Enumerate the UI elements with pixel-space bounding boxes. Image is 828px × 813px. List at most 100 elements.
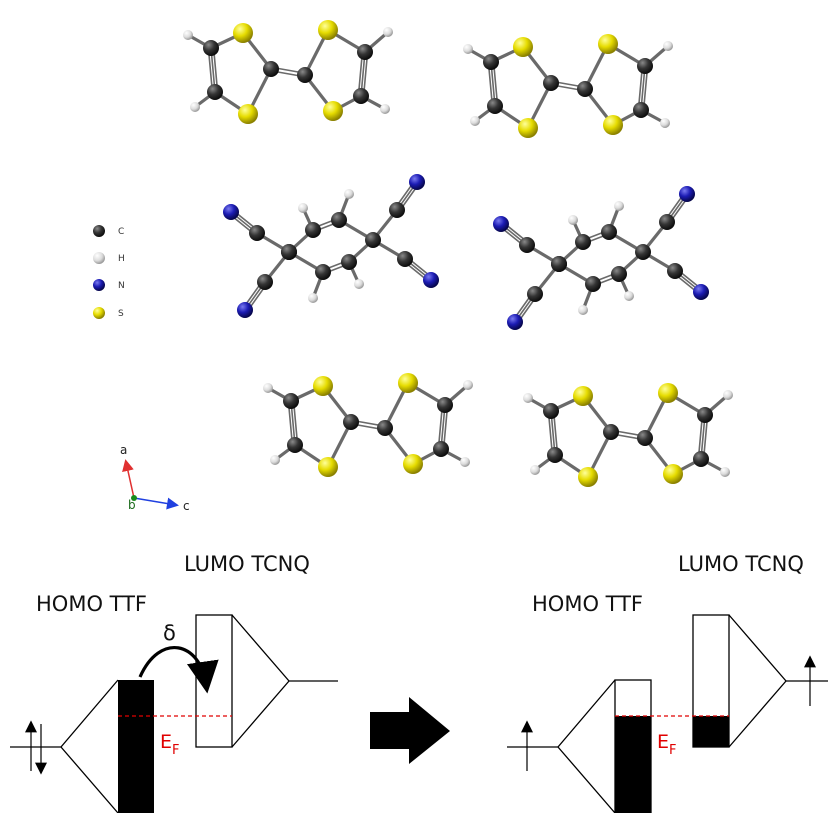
legend-item-sulfur: S bbox=[93, 307, 124, 319]
sulfur-atom bbox=[318, 20, 338, 40]
carbon-atom bbox=[601, 224, 617, 240]
fermi-level-label-left: EF bbox=[160, 731, 180, 758]
carbon-atom bbox=[389, 202, 405, 218]
hydrogen-atom bbox=[568, 215, 578, 225]
axis-c-label: c bbox=[183, 499, 190, 513]
carbon-atom bbox=[203, 40, 219, 56]
crystal-structure bbox=[183, 20, 733, 487]
homo-ttf-label-right: HOMO TTF bbox=[532, 592, 643, 616]
nitrogen-atom bbox=[493, 216, 509, 232]
legend-label-nitrogen: N bbox=[118, 281, 125, 291]
axis-b-label: b bbox=[128, 498, 136, 512]
hydrogen-atom bbox=[663, 41, 673, 51]
carbon-atom bbox=[577, 81, 593, 97]
sulfur-atom bbox=[403, 454, 423, 474]
homo-filled-portion-right bbox=[615, 716, 651, 813]
atom-layer bbox=[183, 20, 733, 487]
hydrogen-atom-swatch bbox=[93, 252, 105, 264]
carbon-atom bbox=[543, 75, 559, 91]
carbon-atom bbox=[483, 54, 499, 70]
legend-label-sulfur: S bbox=[118, 309, 124, 319]
hydrogen-atom bbox=[298, 203, 308, 213]
hydrogen-atom bbox=[470, 116, 480, 126]
carbon-atom bbox=[547, 447, 563, 463]
carbon-atom bbox=[551, 256, 567, 272]
carbon-atom bbox=[667, 263, 683, 279]
carbon-atom bbox=[365, 232, 381, 248]
hydrogen-atom bbox=[720, 467, 730, 477]
carbon-atom bbox=[305, 222, 321, 238]
axis-a-label: a bbox=[120, 443, 127, 457]
carbon-atom bbox=[315, 264, 331, 280]
hydrogen-atom bbox=[624, 291, 634, 301]
homo-dos-outline-right bbox=[557, 679, 616, 813]
sulfur-atom bbox=[398, 373, 418, 393]
hydrogen-atom bbox=[190, 102, 200, 112]
carbon-atom bbox=[341, 254, 357, 270]
carbon-atom bbox=[543, 403, 559, 419]
lumo-tcnq-label-left: LUMO TCNQ bbox=[184, 552, 310, 576]
nitrogen-atom bbox=[679, 186, 695, 202]
legend-item-hydrogen: H bbox=[93, 252, 125, 264]
carbon-atom bbox=[287, 437, 303, 453]
axis-a-arrow bbox=[122, 459, 135, 499]
hydrogen-atom bbox=[463, 44, 473, 54]
hydrogen-atom bbox=[380, 104, 390, 114]
carbon-atom bbox=[637, 430, 653, 446]
transition-arrow-icon bbox=[370, 697, 450, 764]
carbon-atom bbox=[353, 88, 369, 104]
lumo-empty-band-left bbox=[195, 614, 233, 748]
carbon-atom bbox=[585, 276, 601, 292]
hydrogen-atom bbox=[723, 390, 733, 400]
band-diagram-before: LUMO TCNQ HOMO TTF EF δ bbox=[10, 552, 338, 813]
sulfur-atom bbox=[573, 386, 593, 406]
carbon-atom bbox=[527, 286, 543, 302]
nitrogen-atom bbox=[507, 314, 523, 330]
nitrogen-atom bbox=[423, 272, 439, 288]
carbon-atom bbox=[207, 84, 223, 100]
carbon-atom bbox=[519, 237, 535, 253]
lumo-filled-portion-right bbox=[693, 716, 729, 747]
carbon-atom bbox=[437, 397, 453, 413]
hydrogen-atom bbox=[344, 189, 354, 199]
hydrogen-atom bbox=[578, 305, 588, 315]
hydrogen-atom bbox=[614, 201, 624, 211]
hydrogen-atom bbox=[308, 293, 318, 303]
sulfur-atom bbox=[658, 383, 678, 403]
sulfur-atom bbox=[598, 34, 618, 54]
carbon-atom bbox=[635, 244, 651, 260]
carbon-atom bbox=[637, 58, 653, 74]
carbon-atom bbox=[575, 234, 591, 250]
hydrogen-atom bbox=[270, 455, 280, 465]
sulfur-atom bbox=[663, 464, 683, 484]
hydrogen-atom bbox=[263, 383, 273, 393]
lumo-tcnq-label-right: LUMO TCNQ bbox=[678, 552, 804, 576]
delta-label: δ bbox=[163, 621, 176, 645]
hydrogen-atom bbox=[660, 118, 670, 128]
legend-label-carbon: C bbox=[118, 227, 124, 237]
carbon-atom bbox=[633, 102, 649, 118]
band-diagram-after: LUMO TCNQ HOMO TTF EF bbox=[507, 552, 828, 813]
carbon-atom bbox=[697, 407, 713, 423]
homo-filled-band-left bbox=[118, 680, 154, 813]
carbon-atom bbox=[693, 451, 709, 467]
lumo-dos-outline-left bbox=[231, 614, 290, 748]
nitrogen-atom bbox=[693, 284, 709, 300]
nitrogen-atom bbox=[409, 174, 425, 190]
carbon-atom bbox=[659, 214, 675, 230]
sulfur-atom bbox=[513, 37, 533, 57]
carbon-atom bbox=[297, 67, 313, 83]
carbon-atom bbox=[611, 266, 627, 282]
axis-c-arrow bbox=[133, 497, 179, 510]
carbon-atom bbox=[397, 251, 413, 267]
carbon-atom bbox=[249, 225, 265, 241]
lumo-dos-outline-right bbox=[728, 614, 787, 748]
element-legend: C H N S bbox=[93, 225, 125, 319]
legend-item-carbon: C bbox=[93, 225, 124, 237]
homo-dos-outline-left bbox=[60, 679, 119, 813]
fermi-level-label-right: EF bbox=[657, 731, 677, 758]
legend-label-hydrogen: H bbox=[118, 254, 125, 264]
sulfur-atom bbox=[603, 115, 623, 135]
carbon-atom-swatch bbox=[93, 225, 105, 237]
hydrogen-atom bbox=[460, 457, 470, 467]
